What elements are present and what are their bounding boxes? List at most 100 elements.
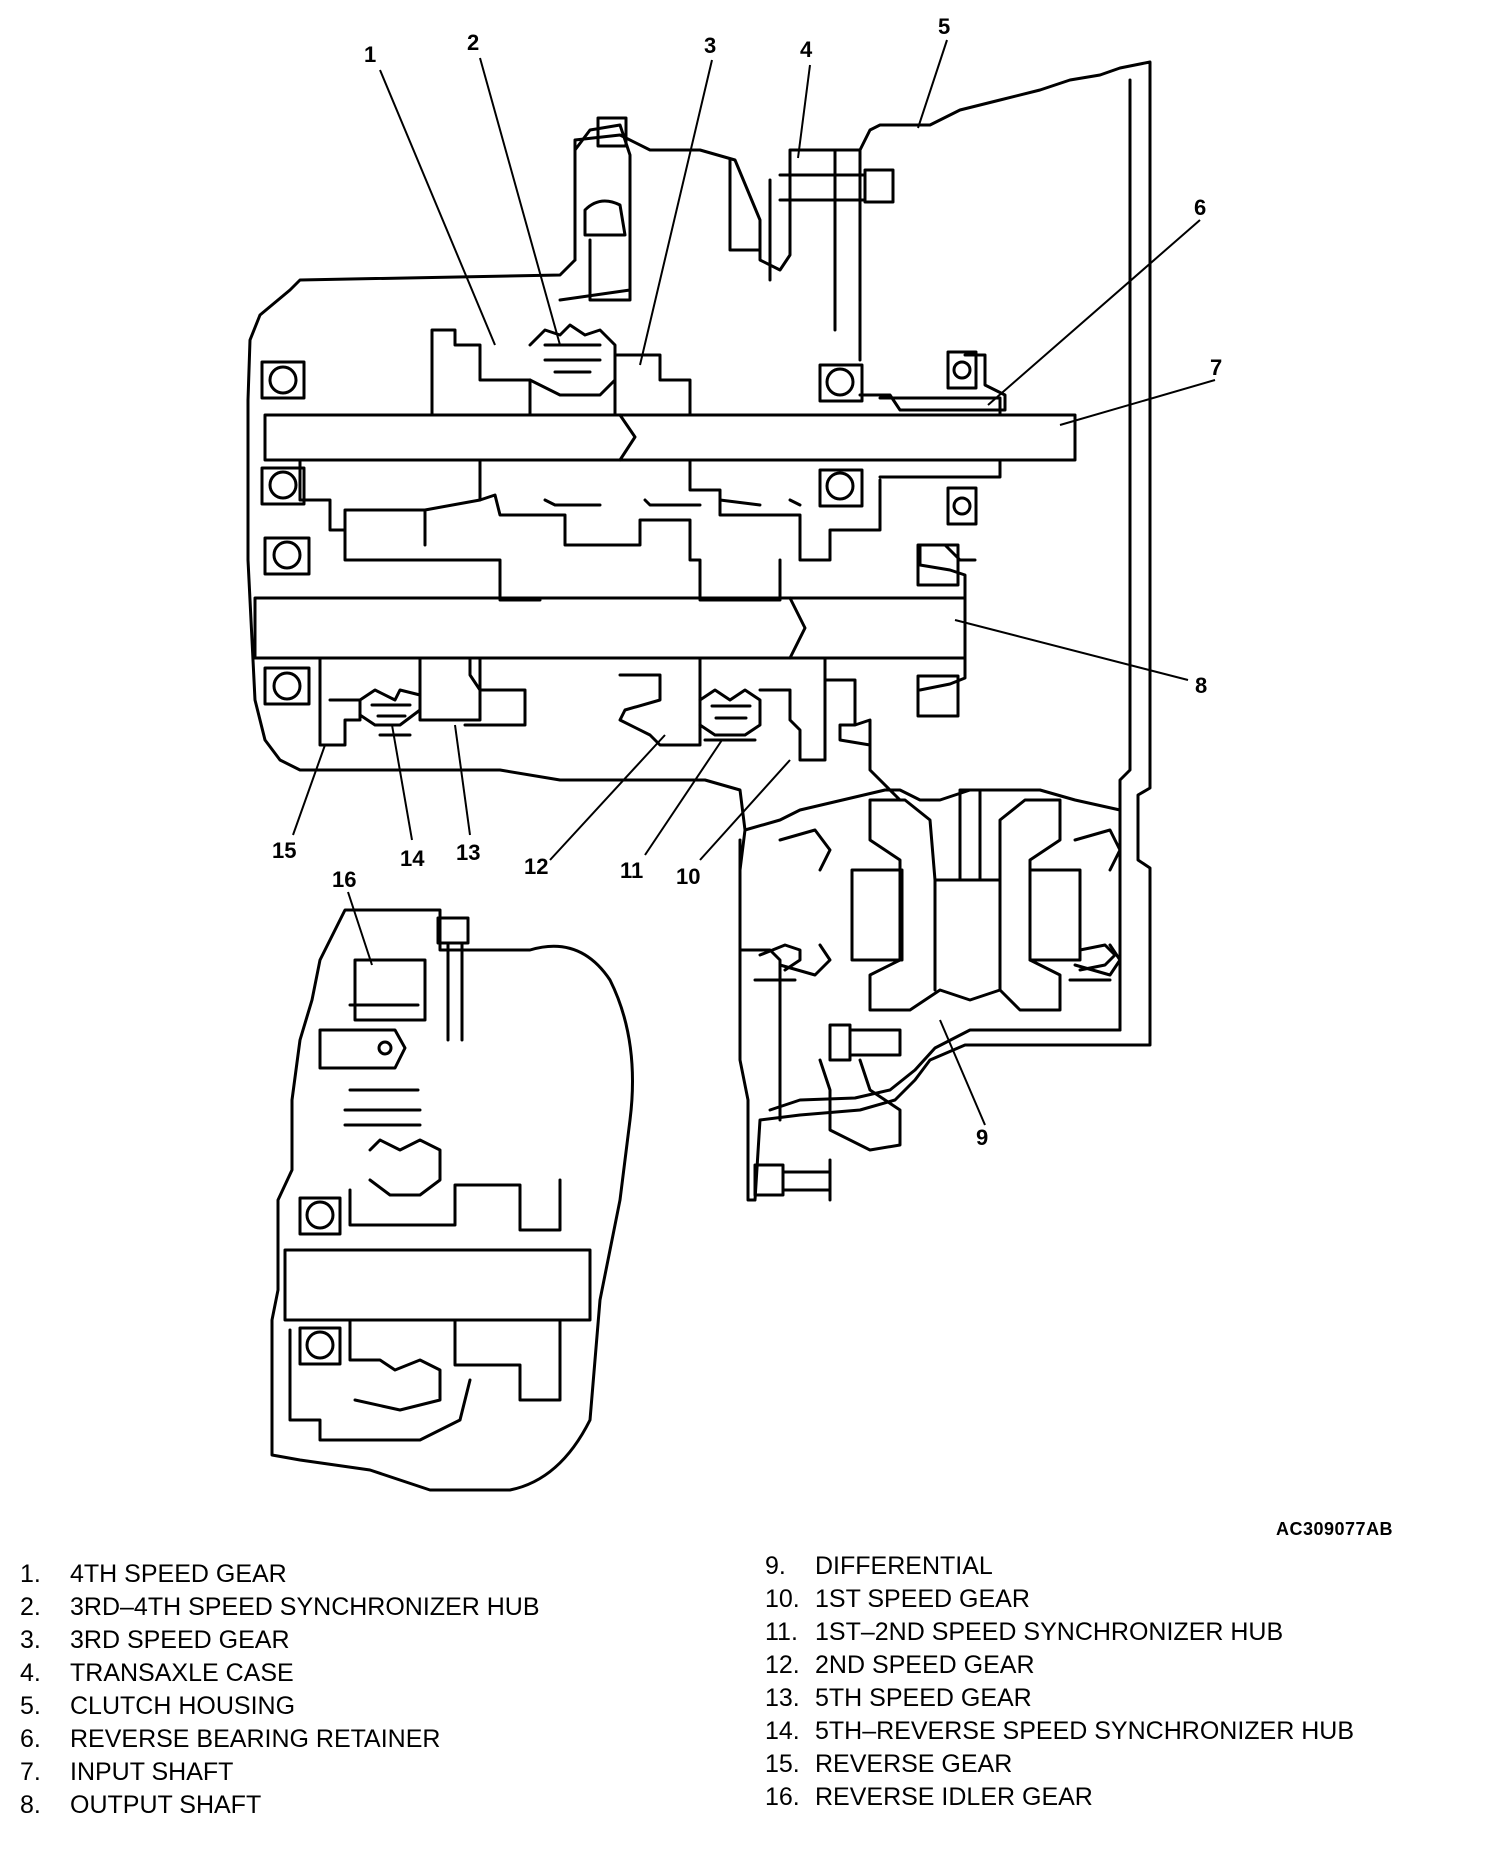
- input-front-bearing-cage: [260, 360, 306, 400]
- legend-item: 6. REVERSE BEARING RETAINER: [20, 1723, 540, 1756]
- differential-side-bearing-right: [1073, 828, 1122, 977]
- legend-item-label: OUTPUT SHAFT: [70, 1791, 262, 1819]
- legend-item: 3.3RD SPEED GEAR: [20, 1624, 540, 1657]
- legend-item-number: 2.: [20, 1593, 41, 1621]
- legend-item: 14.5TH–REVERSE SPEED SYNCHRONIZER HUB: [765, 1715, 1354, 1748]
- legend-item-number: 1.: [20, 1560, 41, 1588]
- output-rear-bearing-bottom: [916, 674, 960, 718]
- legend-item-label: 3RD SPEED GEAR: [70, 1626, 290, 1654]
- input-rear-bearing-bottom: [825, 471, 855, 501]
- second-speed-gear: [618, 656, 702, 747]
- callout-2: 2: [467, 30, 479, 55]
- shift-boss-detent: [583, 199, 632, 302]
- legend-item-number: 16.: [765, 1783, 800, 1811]
- legend-right: 9. DIFFERENTIAL 10.1ST SPEED GEAR 11. 1ST–…: [765, 1550, 1354, 1814]
- legend-item-label: REVERSE BEARING RETAINER: [70, 1725, 441, 1753]
- legend-item-number: 5.: [20, 1692, 41, 1720]
- input-oil-seal-top: [946, 350, 978, 390]
- input-shaft-tip: [618, 413, 637, 462]
- input-rear-bearing-top: [825, 367, 855, 397]
- legend-item-number: 11.: [765, 1618, 798, 1646]
- figure-id: AC309077AB: [1276, 1519, 1394, 1539]
- callout-6: 6: [1194, 195, 1206, 220]
- output-gear-cluster: [823, 678, 902, 802]
- fifth-speed-gear-2: [463, 656, 527, 727]
- leader-lines: [292, 39, 1216, 1126]
- callout-11: 11: [620, 858, 643, 883]
- legend-item: 13.5TH SPEED GEAR: [765, 1682, 1354, 1715]
- legend-item: 1. 4TH SPEED GEAR: [20, 1558, 540, 1591]
- legend-item: 11. 1ST–2ND SPEED SYNCHRONIZER HUB: [765, 1616, 1354, 1649]
- callout-7: 7: [1210, 355, 1222, 380]
- callout-9: 9: [976, 1125, 988, 1150]
- leader-line-12: [549, 734, 666, 861]
- input-gear-lower-cluster-4: [543, 498, 802, 507]
- legend-item-label: 1ST–2ND SPEED SYNCHRONIZER HUB: [815, 1618, 1284, 1646]
- reverse-idler-gear: [353, 958, 427, 1022]
- reverse-idler-pin: [377, 1040, 393, 1056]
- legend-item-label: REVERSE GEAR: [815, 1750, 1013, 1778]
- legend-item: 16.REVERSE IDLER GEAR: [765, 1781, 1354, 1814]
- differential-pinion-right: [1028, 868, 1082, 962]
- input-rear-bearing-cage-2: [818, 468, 864, 508]
- output-shaft-end: [918, 543, 977, 692]
- differential-lower-bolt: [753, 1163, 785, 1197]
- legend-item-number: 4.: [20, 1659, 41, 1687]
- input-oil-seal-spring-bottom: [952, 496, 972, 516]
- reverse-idler-bolt: [436, 916, 470, 945]
- legend-item-label: TRANSAXLE CASE: [70, 1659, 294, 1687]
- inset-lower-gears: [348, 1318, 562, 1412]
- legend-item-label: 2ND SPEED GEAR: [815, 1651, 1035, 1679]
- leader-line-6: [987, 219, 1201, 406]
- legend-item-number: 10.: [765, 1585, 800, 1613]
- case-bolt-head: [863, 168, 895, 204]
- fifth-reverse-synchro-hub: [358, 688, 422, 727]
- inset-gear-stack: [348, 1178, 562, 1232]
- callout-15: 15: [272, 838, 296, 863]
- transaxle-cross-section-diagram: 1 2 3 4 5 6 7 8 9 10 11 12 13 14 15 16: [246, 14, 1222, 1492]
- legend-item-label: DIFFERENTIAL: [815, 1552, 993, 1580]
- reverse-idler-bolt-shank: [446, 941, 464, 1042]
- legend-item-number: 9.: [765, 1552, 786, 1580]
- differential-pinion-left: [850, 868, 904, 962]
- legend-item-number: 13.: [765, 1684, 800, 1712]
- leader-line-3: [639, 59, 713, 366]
- case-joint-line: [728, 148, 862, 362]
- legend-item-number: 7.: [20, 1758, 41, 1786]
- legend-item-label: 4TH SPEED GEAR: [70, 1560, 287, 1588]
- legend-item-number: 6.: [20, 1725, 41, 1753]
- input-gear-lower-cluster-2: [478, 493, 782, 602]
- input-gear-lower-cluster-3: [688, 458, 882, 562]
- callout-5: 5: [938, 14, 950, 39]
- differential-case: [743, 788, 1122, 1032]
- callout-16: 16: [332, 867, 356, 892]
- input-front-bearing-bottom: [268, 470, 298, 500]
- legend-item: 4. TRANSAXLE CASE: [20, 1657, 540, 1690]
- leader-line-9: [939, 1019, 986, 1126]
- legend-item: 8.OUTPUT SHAFT: [20, 1789, 540, 1822]
- differential-bearing-housing: [738, 838, 1122, 1122]
- case-bolt-shank: [778, 173, 867, 202]
- leader-line-4: [797, 64, 811, 159]
- inset-lower-housing: [288, 1328, 472, 1442]
- legend-item-label: INPUT SHAFT: [70, 1758, 234, 1786]
- leader-line-11: [644, 739, 723, 856]
- legend-item: 10.1ST SPEED GEAR: [765, 1583, 1354, 1616]
- output-shaft-tip: [788, 596, 807, 660]
- output-front-bearing-cage-2: [263, 666, 311, 706]
- differential-bolt: [828, 1023, 902, 1062]
- legend-item-label: 3RD–4TH SPEED SYNCHRONIZER HUB: [70, 1593, 540, 1621]
- leader-line-5: [917, 39, 948, 129]
- leader-line-8: [954, 619, 1189, 681]
- input-oil-seal-spring-top: [952, 360, 972, 380]
- differential-lower-bolt-shank: [781, 1158, 832, 1202]
- first-second-synchro-sleeve: [703, 704, 757, 742]
- reverse-idler-shaft: [318, 1028, 407, 1070]
- differential-lower-boss: [818, 1058, 902, 1152]
- output-rear-bearing-top: [916, 543, 960, 587]
- leader-line-16: [347, 891, 373, 966]
- callout-12: 12: [524, 854, 548, 879]
- first-speed-gear: [758, 656, 827, 762]
- reverse-idler-inset-outline: [270, 908, 634, 1492]
- legend-item: 15.REVERSE GEAR: [765, 1748, 1354, 1781]
